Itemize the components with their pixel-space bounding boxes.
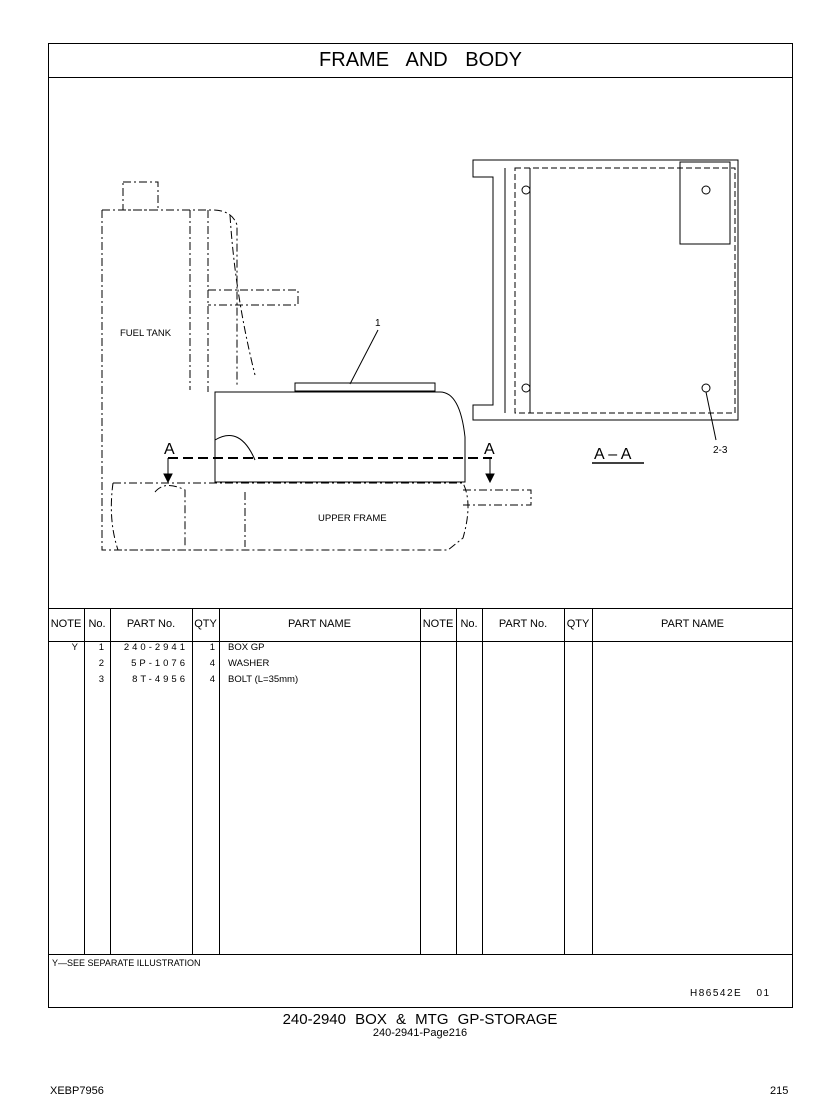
row-1-note: Y: [71, 642, 78, 653]
fuel-tank-label: FUEL TANK: [120, 328, 172, 339]
row-2-qty: 4: [209, 658, 215, 669]
column-divider: [592, 608, 593, 954]
column-divider: [84, 608, 85, 954]
column-divider: [456, 608, 457, 954]
upper-frame-outline: [110, 482, 532, 551]
document-id: XEBP7956: [50, 1085, 104, 1097]
header-qty: QTY: [194, 618, 217, 630]
illustration-reference: H86542E 01: [690, 988, 771, 999]
row-1-part-no: 240-2941: [123, 642, 188, 653]
row-3-part-no: 8T-4956: [132, 674, 188, 685]
group-title: 240-2940 BOX & MTG GP-STORAGE: [282, 1011, 558, 1028]
section-label-a-left: A: [164, 441, 175, 458]
callout-1-leader: [349, 329, 379, 385]
callout-1: 1: [375, 318, 381, 329]
header-qty-2: QTY: [566, 618, 590, 630]
storage-box-outline: [214, 382, 466, 483]
table-bottom-border: [48, 954, 793, 955]
header-no-2: No.: [460, 618, 478, 630]
page-number: 215: [770, 1085, 789, 1097]
header-note-2: NOTE: [422, 618, 454, 630]
column-divider: [564, 608, 565, 954]
row-3-no: 3: [98, 674, 104, 685]
exploded-illustration: A A FUEL TANK UPPER FRAME 1 A – A 2-3: [101, 159, 739, 551]
column-divider: [110, 608, 111, 954]
upper-frame-label: UPPER FRAME: [318, 513, 387, 524]
row-2-part-no: 5P-1076: [131, 658, 188, 669]
section-view-label: A – A: [594, 446, 632, 463]
column-divider: [219, 608, 220, 954]
section-view-a-a: [472, 159, 739, 441]
column-divider: [192, 608, 193, 954]
fuel-tank-outline: [101, 181, 299, 551]
row-1-qty: 1: [209, 642, 215, 653]
callout-2-3: 2-3: [713, 445, 728, 456]
page-title: FRAME AND BODY: [48, 43, 793, 78]
section-label-a-right: A: [484, 441, 495, 458]
row-2-name: WASHER: [228, 658, 270, 669]
footnote: Y—SEE SEPARATE ILLUSTRATION: [52, 958, 201, 968]
column-divider: [420, 608, 421, 954]
header-part-name-2: PART NAME: [661, 618, 724, 630]
row-1-no: 1: [98, 642, 104, 653]
row-1-name: BOX GP: [228, 642, 265, 653]
section-line-a-a: [163, 457, 495, 484]
header-no: No.: [88, 618, 106, 630]
group-subtitle: 240-2941-Page216: [372, 1027, 468, 1039]
row-3-qty: 4: [209, 674, 215, 685]
header-part-no-2: PART No.: [498, 618, 548, 630]
header-part-name: PART NAME: [288, 618, 351, 630]
row-3-name: BOLT (L=35mm): [228, 674, 299, 685]
row-2-no: 2: [98, 658, 104, 669]
column-divider: [482, 608, 483, 954]
header-part-no: PART No.: [126, 618, 176, 630]
header-note: NOTE: [50, 618, 82, 630]
page-frame: [48, 43, 793, 1008]
